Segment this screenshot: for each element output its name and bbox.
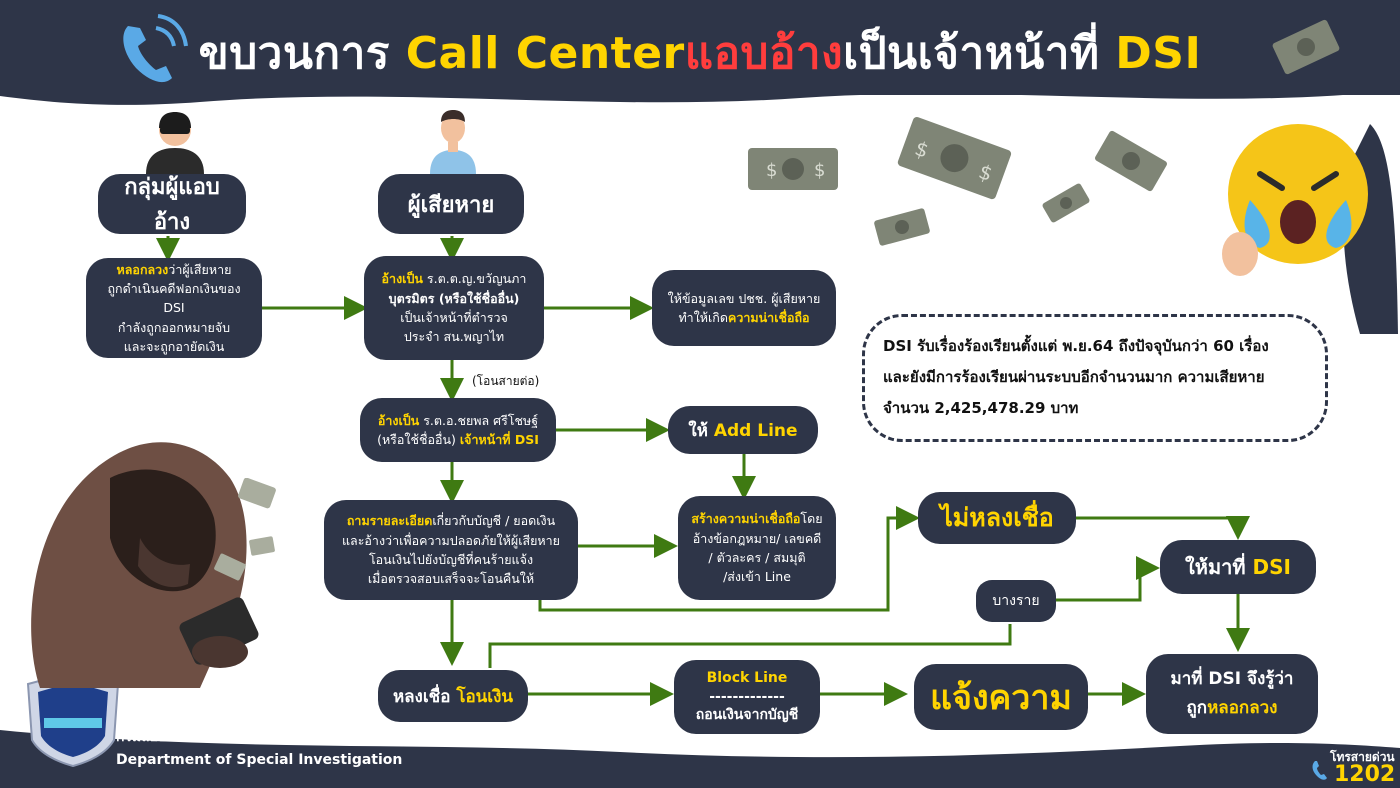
deceive-line4: และจะถูกอายัดเงิน [123,339,225,355]
claim-dsi-box: อ้างเป็น ร.ต.อ.ชยพล ศรีโชษฐ์ (หรือใช้ชื่… [360,398,556,462]
money-bills-icon: $ $ [748,148,838,190]
ask-details-line1: เกี่ยวกับบัญชี / ยอดเงิน [432,513,556,529]
crying-emoji-icon [1222,124,1398,334]
claim-dsi-line1: ร.ต.อ.ชยพล ศรีโชษฐ์ [419,412,539,428]
hotline-number: 1202 [1334,762,1396,787]
deceive-line3: กำลังถูกออกหมายจับ [117,319,231,335]
claim-police-line4: ประจำ สน.พญาไท [403,329,505,345]
ask-details-box: ถามรายละเอียดเกี่ยวกับบัญชี / ยอดเงิน แล… [324,500,578,600]
give-info-line2a: ทำให้เกิด [678,310,728,325]
transfer-call-label: (โอนสายต่อ) [472,374,540,388]
deceive-highlight: หลอกลวง [116,261,169,277]
block-line-label: Block Line [706,669,788,686]
block-line-divider: ------------- [709,688,785,705]
deceive-line1: ว่าผู้เสียหาย [168,261,232,277]
realize-highlight: หลอกลวง [1207,698,1278,718]
give-info-line1: ให้ข้อมูลเลข ปชช. ผู้เสียหาย [667,290,821,306]
org-name-thai: กรมสอบสวนคดีพิเศษ [116,729,244,745]
note-line2: และยังมีการร้องเรียนผ่านระบบอีกจำนวนมาก … [883,367,1265,386]
title-dsi: DSI [1115,28,1202,79]
hotline-label: โทรสายด่วน [1330,750,1395,764]
deceive-line2: ถูกดำเนินคดีฟอกเงินของ DSI [107,280,241,316]
add-line-box: ให้ Add Line [668,406,818,454]
svg-text:$: $ [814,160,825,181]
claim-police-box: อ้างเป็น ร.ต.ต.ญ.ขวัญนภา บุตรมิตร (หรือใ… [364,256,544,360]
flying-money-icon [214,478,276,581]
come-to-dsi-box: ให้มาที่ DSI [1160,540,1316,594]
claim-dsi-highlight2: เจ้าหน้าที่ DSI [459,432,539,447]
note-line3: จำนวน 2,425,478.29 บาท [883,398,1079,417]
impostor-group-box: กลุ่มผู้แอบอ้าง [98,174,246,235]
realize-line2a: ถูก [1186,698,1208,718]
money-icon-header [1272,19,1340,75]
fooled-transfer-highlight: โอนเงิน [456,686,514,707]
victim-label: ผู้เสียหาย [407,192,495,218]
report-label: แจ้งความ [930,678,1072,718]
title-part1: ขบวนการ [198,28,406,79]
build-trust-box: สร้างความน่าเชื่อถือโดย อ้างข้อกฎหมาย/ เ… [678,496,836,600]
hooded-scammer-icon [31,442,259,688]
phone-icon [123,14,188,83]
footer-band [0,730,1400,788]
title-impersonate: แอบอ้าง [684,28,844,79]
note-line1: DSI รับเรื่องร้องเรียนตั้งแต่ พ.ย.64 ถึง… [883,337,1269,355]
come-to-dsi-prefix: ให้มาที่ [1185,555,1253,579]
ask-details-highlight: ถามรายละเอียด [346,513,433,529]
build-trust-line4: /ส่งเข้า Line [723,569,791,585]
ask-details-line2: และอ้างว่าเพื่อความปลอดภัยให้ผู้เสียหาย [341,532,561,548]
build-trust-line2: อ้างข้อกฎหมาย/ เลขคดี [692,530,822,546]
ask-details-line4: เมื่อตรวจสอบเสร็จจะโอนคืนให้ [367,571,535,587]
realize-box: มาที่ DSI จึงรู้ว่า ถูกหลอกลวง [1146,654,1318,734]
claim-police-highlight: อ้างเป็น [381,271,423,287]
claim-police-line3: เป็นเจ้าหน้าที่ตำรวจ [400,310,508,325]
money-bill-right-icon [1095,130,1167,192]
fooled-transfer-prefix: หลงเชื่อ [392,686,457,707]
victim-person-icon [430,110,476,174]
build-trust-line3: / ตัวละคร / สมมุติ [708,550,806,565]
claim-police-line2: บุตรมิตร (หรือใช้ชื่ออื่น) [388,290,520,306]
give-info-highlight: ความน่าเชื่อถือ [728,310,810,325]
withdraw-label: ถอนเงินจากบัญชี [695,707,799,724]
victim-box: ผู้เสียหาย [378,174,524,234]
deceive-box: หลอกลวงว่าผู้เสียหาย ถูกดำเนินคดีฟอกเงิน… [86,258,262,358]
title-part4: เป็นเจ้าหน้าที่ [843,28,1116,79]
page-title: ขบวนการ Call Centerแอบอ้างเป็นเจ้าหน้าที… [0,18,1400,88]
header-wave [0,78,1400,105]
claim-dsi-highlight: อ้างเป็น [377,412,420,428]
come-to-dsi-highlight: DSI [1252,555,1291,579]
dsi-emblem-icon [26,670,120,768]
claim-police-line1: ร.ต.ต.ญ.ขวัญนภา [422,271,527,287]
impostor-group-label: กลุ่มผู้แอบอ้าง [124,175,220,235]
org-name-english: Department of Special Investigation [116,752,403,768]
title-call-center: Call Center [405,28,685,79]
hotline-phone-icon [1312,761,1327,780]
money-bill-large-icon: $ $ [897,116,1012,200]
add-line-prefix: ให้ [688,420,714,441]
some-cases-box: บางราย [976,580,1056,622]
build-trust-line1: โดย [800,511,823,527]
not-fooled-box: ไม่หลงเชื่อ [918,492,1076,544]
add-line-highlight: Add Line [713,420,798,441]
fooled-transfer-box: หลงเชื่อ โอนเงิน [378,670,528,722]
money-bill-tiny-icon [1042,183,1090,223]
claim-dsi-line2a: (หรือใช้ชื่ออื่น) [377,432,460,447]
some-cases-label: บางราย [992,593,1040,609]
give-info-box: ให้ข้อมูลเลข ปชช. ผู้เสียหาย ทำให้เกิดคว… [652,270,836,346]
ask-details-line3: โอนเงินไปยังบัญชีที่คนร้ายแจ้ง [368,552,534,567]
svg-text:$: $ [766,160,777,181]
not-fooled-label: ไม่หลงเชื่อ [940,503,1054,532]
masked-thief-icon [146,112,204,174]
money-bill-small-icon [874,208,930,246]
build-trust-highlight: สร้างความน่าเชื่อถือ [691,511,801,527]
complaint-summary-note: DSI รับเรื่องร้องเรียนตั้งแต่ พ.ย.64 ถึง… [862,314,1328,442]
report-box: แจ้งความ [914,664,1088,730]
block-line-box: Block Line ------------- ถอนเงินจากบัญชี [674,660,820,734]
realize-line1: มาที่ DSI จึงรู้ว่า [1170,669,1294,690]
